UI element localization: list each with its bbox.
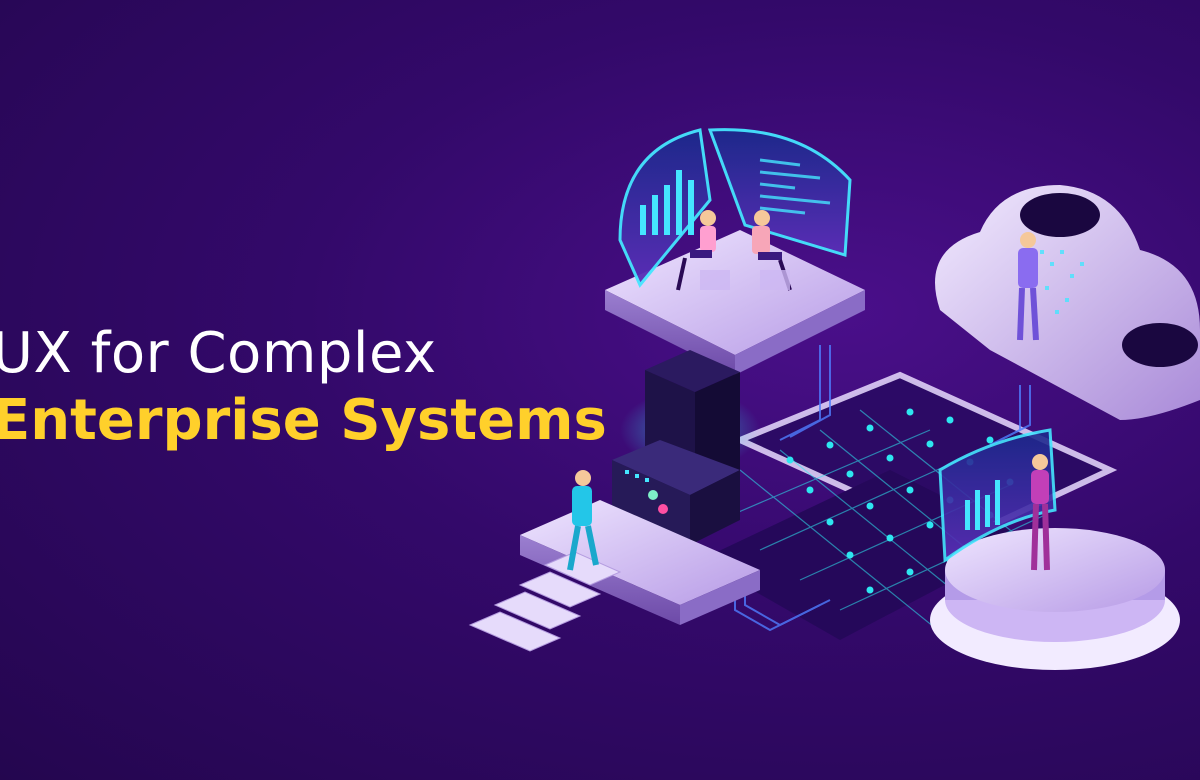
hero-headline: UX for Complex Enterprise Systems [0,322,607,456]
code-lines-icon [707,128,852,257]
stairs-platform [468,470,760,652]
headline-line-2: Enterprise Systems [0,388,607,453]
headline-line-1: UX for Complex [0,321,437,386]
presenter-pedestal [930,428,1180,670]
person-icon [1031,454,1050,571]
server-tower [612,350,760,545]
person-icon [1017,232,1039,341]
person-icon [676,210,716,291]
workstation-platform [605,128,865,375]
person-icon [567,470,599,571]
cloud-icon [935,185,1200,420]
